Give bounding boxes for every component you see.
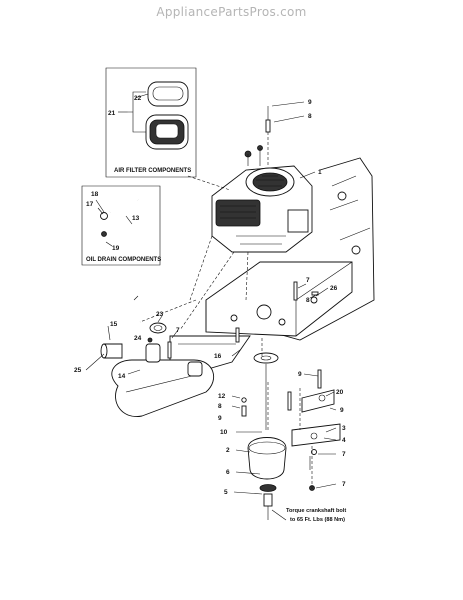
part-12: 12 [218, 393, 226, 400]
part-19: 19 [112, 245, 120, 252]
part-7: 7 [176, 327, 180, 334]
engine-deck-plate [205, 261, 353, 337]
assembly-lines [139, 132, 313, 490]
part-13: 13 [132, 215, 140, 222]
part-7: 7 [342, 451, 346, 458]
bolts [167, 106, 319, 359]
part-3: 3 [342, 425, 346, 432]
part-9: 9 [218, 415, 222, 422]
part-16: 16 [214, 353, 222, 360]
watermark: AppliancePartsPros.com [156, 5, 307, 19]
part-21: 21 [108, 110, 116, 117]
oil-drain-callout: OIL DRAIN COMPONENTS [81, 185, 161, 266]
torque-note-line2: to 65 Ft. Lbs (88 Nm) [290, 517, 345, 523]
part-1: 1 [318, 169, 322, 176]
part-23: 23 [156, 311, 164, 318]
part-26: 26 [330, 285, 338, 292]
leader-lines [85, 93, 337, 521]
engine [211, 145, 313, 253]
part-15: 15 [110, 321, 118, 328]
part-14: 14 [118, 373, 126, 380]
part-4: 4 [342, 437, 346, 444]
air-filter-label: AIR FILTER COMPONENTS [114, 168, 191, 174]
part-9: 9 [340, 407, 344, 414]
pulley [247, 437, 287, 480]
pulley-stack [241, 352, 287, 520]
part-25: 25 [74, 367, 82, 374]
part-22: 22 [134, 95, 142, 102]
pulley-ring [253, 352, 279, 364]
part-7: 7 [342, 481, 346, 488]
part-7: 7 [306, 277, 310, 284]
muffler [100, 322, 251, 417]
part-24: 24 [134, 335, 142, 342]
part-18: 18 [91, 191, 99, 198]
air-filter-callout: AIR FILTER COMPONENTS [105, 67, 197, 178]
part-10: 10 [220, 429, 228, 436]
part-5: 5 [224, 489, 228, 496]
part-8: 8 [218, 403, 222, 410]
part-2: 2 [226, 447, 230, 454]
part-6: 6 [226, 469, 230, 476]
air-filter-foam [147, 81, 189, 107]
part-8: 8 [306, 297, 310, 304]
part-17: 17 [86, 201, 94, 208]
part-numbers: 9 8 1 21 22 18 17 13 19 7 8 26 23 7 15 2… [74, 95, 346, 496]
idler-brackets [287, 369, 341, 491]
part-20: 20 [336, 389, 344, 396]
part-9: 9 [298, 371, 302, 378]
torque-note: Torque crankshaft bolt to 65 Ft. Lbs (88… [286, 508, 346, 523]
torque-note-line1: Torque crankshaft bolt [286, 508, 346, 514]
part-8: 8 [308, 113, 312, 120]
part-9: 9 [308, 99, 312, 106]
oil-drain-label: OIL DRAIN COMPONENTS [86, 257, 161, 263]
